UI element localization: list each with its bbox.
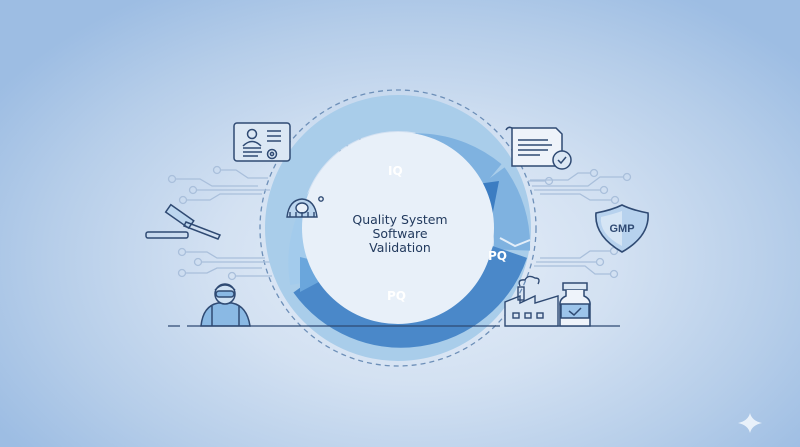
certificate-document-icon bbox=[505, 126, 572, 170]
dashed-outer-ring bbox=[259, 89, 537, 367]
title-line-1: Quality System bbox=[352, 212, 448, 227]
gmp-shield-icon: GMP bbox=[595, 204, 649, 253]
segment-label-pq-right: PQ bbox=[488, 249, 507, 263]
segment-label-pq-bottom: PQ bbox=[387, 289, 406, 303]
cycle-segment-pq bbox=[293, 245, 528, 348]
factory-icon bbox=[504, 275, 559, 327]
title-line-2: Software bbox=[372, 226, 428, 241]
circuit-lines-right bbox=[528, 168, 632, 279]
sparkle-icon bbox=[738, 413, 762, 433]
center-disc bbox=[302, 132, 494, 324]
personnel-document-icon bbox=[233, 122, 291, 162]
cleanroom-operator-icon bbox=[286, 196, 324, 218]
worker-in-mask-icon bbox=[200, 283, 251, 327]
segment-label-iq: IQ bbox=[388, 164, 403, 178]
segment-divider-right bbox=[499, 237, 531, 248]
gavel-icon bbox=[145, 203, 222, 240]
svg-text:GMP: GMP bbox=[609, 223, 634, 235]
title-line-3: Validation bbox=[369, 240, 431, 255]
medicine-bottle-icon bbox=[559, 282, 591, 327]
circuit-lines-left bbox=[167, 165, 272, 281]
diagram-title: Quality System Software Validation bbox=[320, 213, 480, 255]
